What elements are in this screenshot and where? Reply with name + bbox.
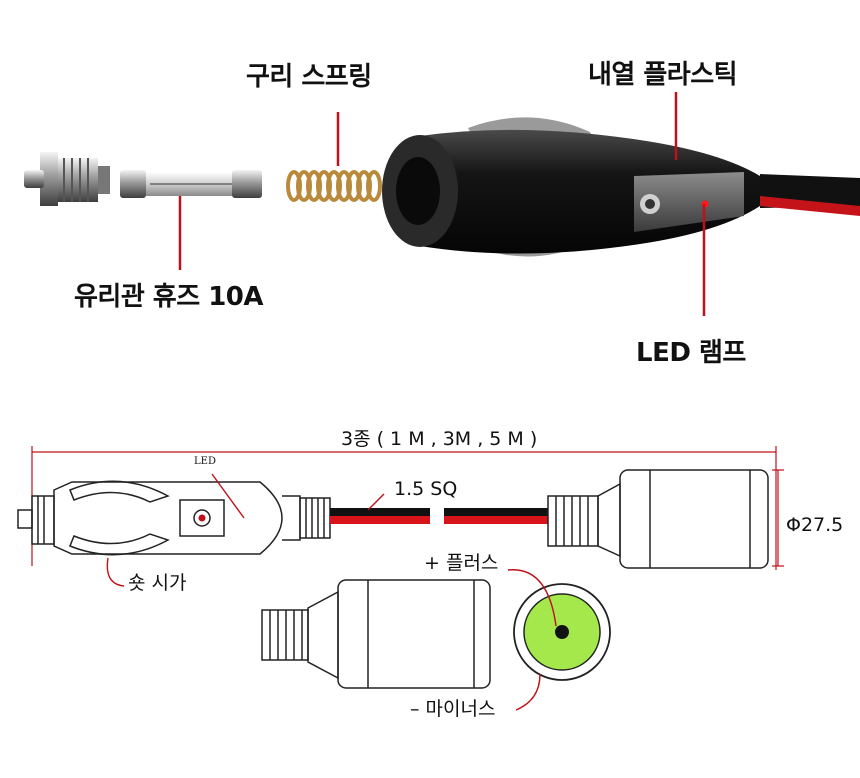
label-plus: + 플러스 <box>424 552 499 574</box>
label-copper-spring: 구리 스프링 <box>246 62 372 92</box>
socket-drawing <box>547 469 769 569</box>
label-socket-tip: 숏 시가 <box>128 572 187 594</box>
cable-drawing <box>330 508 548 524</box>
socket-side-drawing <box>261 579 491 689</box>
label-glass-fuse: 유리관 휴즈 10A <box>74 282 264 312</box>
glass-fuse <box>120 170 262 198</box>
tip-screw <box>24 152 110 206</box>
label-led-lamp: LED 램프 <box>636 338 746 368</box>
socket-front-view <box>513 583 611 681</box>
label-minus: – 마이너스 <box>410 698 496 720</box>
label-wire-gauge: 1.5 SQ <box>394 478 458 500</box>
label-heat-plastic: 내열 플라스틱 <box>588 60 738 90</box>
copper-spring <box>286 170 382 202</box>
bottom-callout-lines <box>106 473 557 711</box>
led-dot <box>198 514 206 522</box>
plug-drawing <box>17 480 331 556</box>
label-led-small: LED <box>194 456 216 467</box>
label-length-options: 3종 ( 1 M , 3M , 5 M ) <box>341 428 538 450</box>
label-diameter: Φ27.5 <box>786 514 844 536</box>
plug-body-photo <box>382 117 860 257</box>
top-callout-lines <box>178 92 706 316</box>
